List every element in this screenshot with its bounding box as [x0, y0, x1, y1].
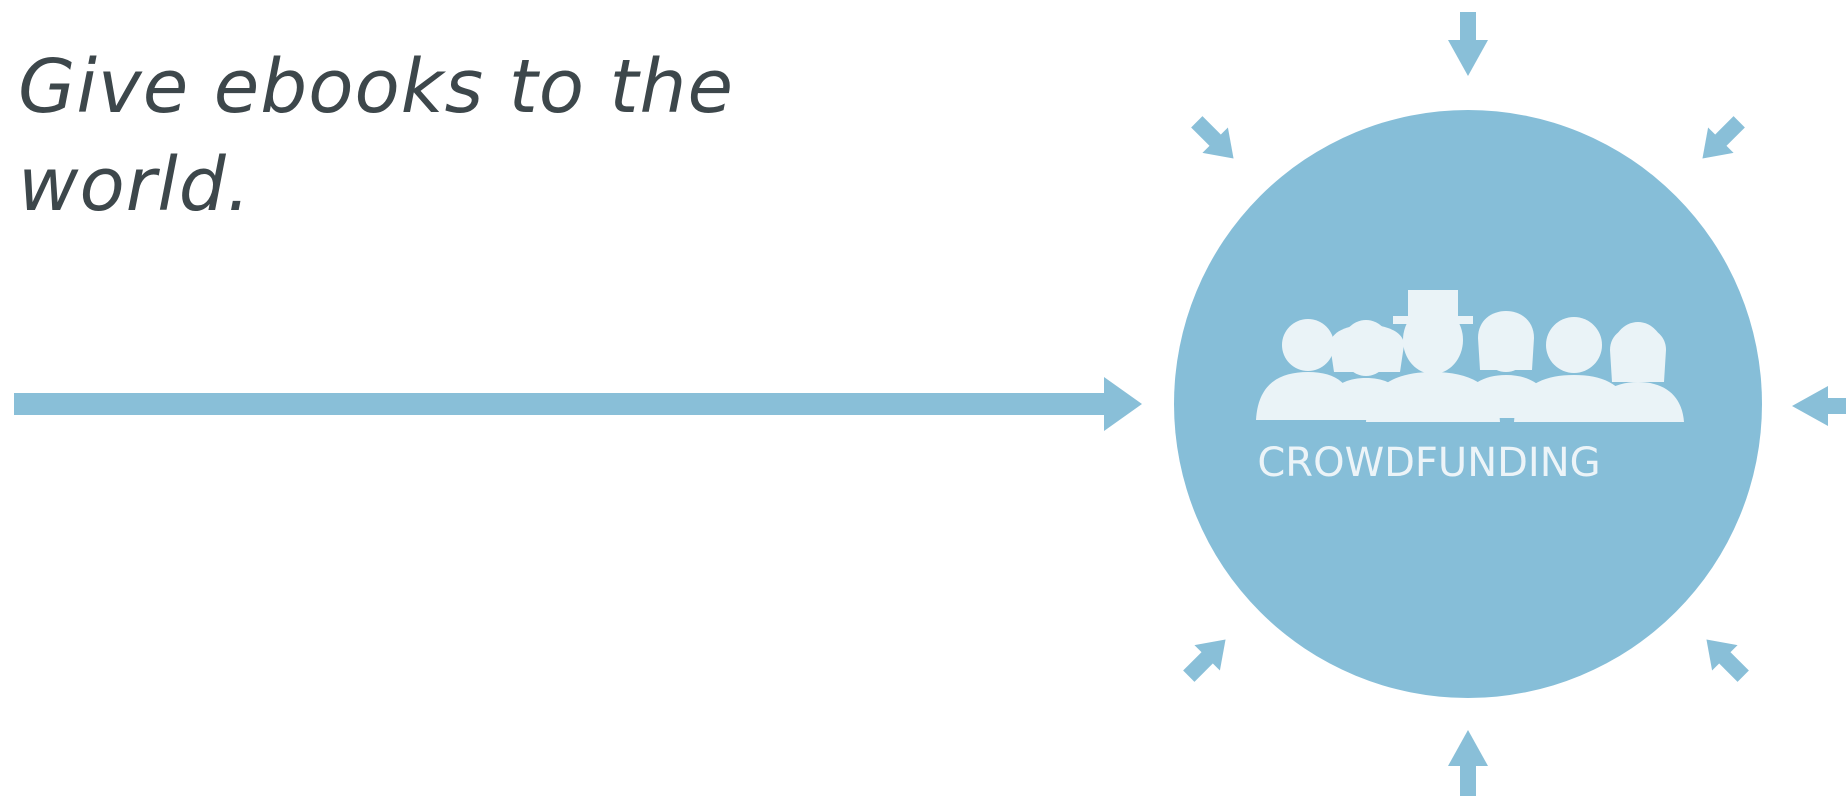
- crowd-people-icon: [1256, 290, 1684, 422]
- hub-label: CROWDFUNDING: [1257, 440, 1601, 486]
- arrow-right-icon: [1792, 386, 1846, 426]
- arrow-top-icon: [1448, 12, 1488, 76]
- tagline: Give ebooks to the world.: [18, 44, 734, 228]
- arrow-bottom-icon: [1448, 730, 1488, 796]
- main-arrow: [14, 377, 1142, 431]
- arrow-top-left-icon: [1191, 116, 1234, 159]
- arrow-bottom-right-icon: [1706, 639, 1749, 682]
- arrow-top-right-icon: [1702, 116, 1745, 159]
- arrow-bottom-left-icon: [1183, 639, 1226, 682]
